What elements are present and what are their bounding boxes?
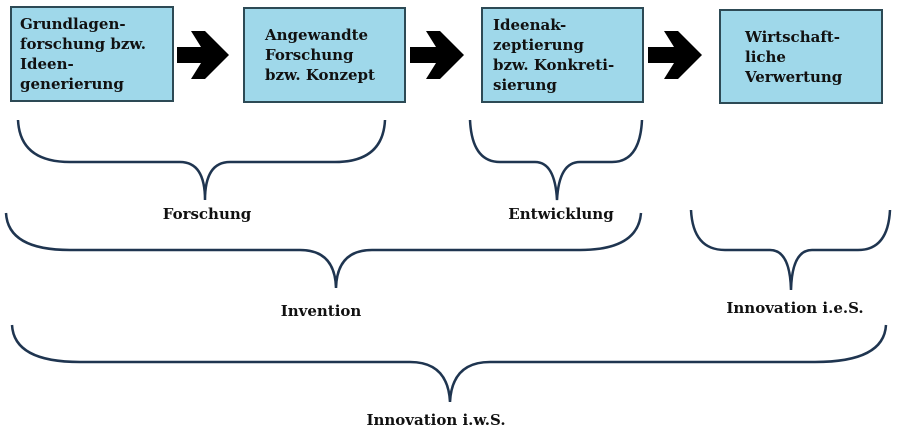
group-label-innovation-iws: Innovation i.w.S. [366, 411, 506, 429]
step-label: Grundlagen- forschung bzw. Ideen- generi… [20, 15, 146, 93]
step-box-grundlagenforschung: Grundlagen- forschung bzw. Ideen- generi… [10, 6, 174, 102]
group-label-innovation-ies: Innovation i.e.S. [726, 299, 864, 317]
group-label-invention: Invention [280, 302, 362, 320]
step-label: Angewandte Forschung bzw. Konzept [265, 26, 375, 84]
arrow-right-icon [177, 31, 229, 79]
brace-invention [4, 212, 643, 289]
brace-innovation-iws [10, 324, 888, 403]
step-label: Wirtschaft- liche Verwertung [745, 27, 843, 86]
step-box-wirtschaftliche-verwertung: Wirtschaft- liche Verwertung [719, 9, 883, 104]
arrow-right-icon [410, 31, 464, 79]
group-label-forschung: Forschung [162, 205, 252, 223]
group-label-entwicklung: Entwicklung [508, 205, 614, 223]
brace-innovation-ies [689, 209, 892, 291]
step-label: Ideenak- zeptierung bzw. Konkreti- sieru… [493, 16, 615, 94]
brace-forschung [16, 119, 387, 201]
step-box-angewandte-forschung: Angewandte Forschung bzw. Konzept [243, 7, 406, 103]
step-box-ideenakzeptierung: Ideenak- zeptierung bzw. Konkreti- sieru… [481, 7, 644, 103]
brace-entwicklung [468, 119, 644, 201]
arrow-right-icon [648, 31, 702, 79]
